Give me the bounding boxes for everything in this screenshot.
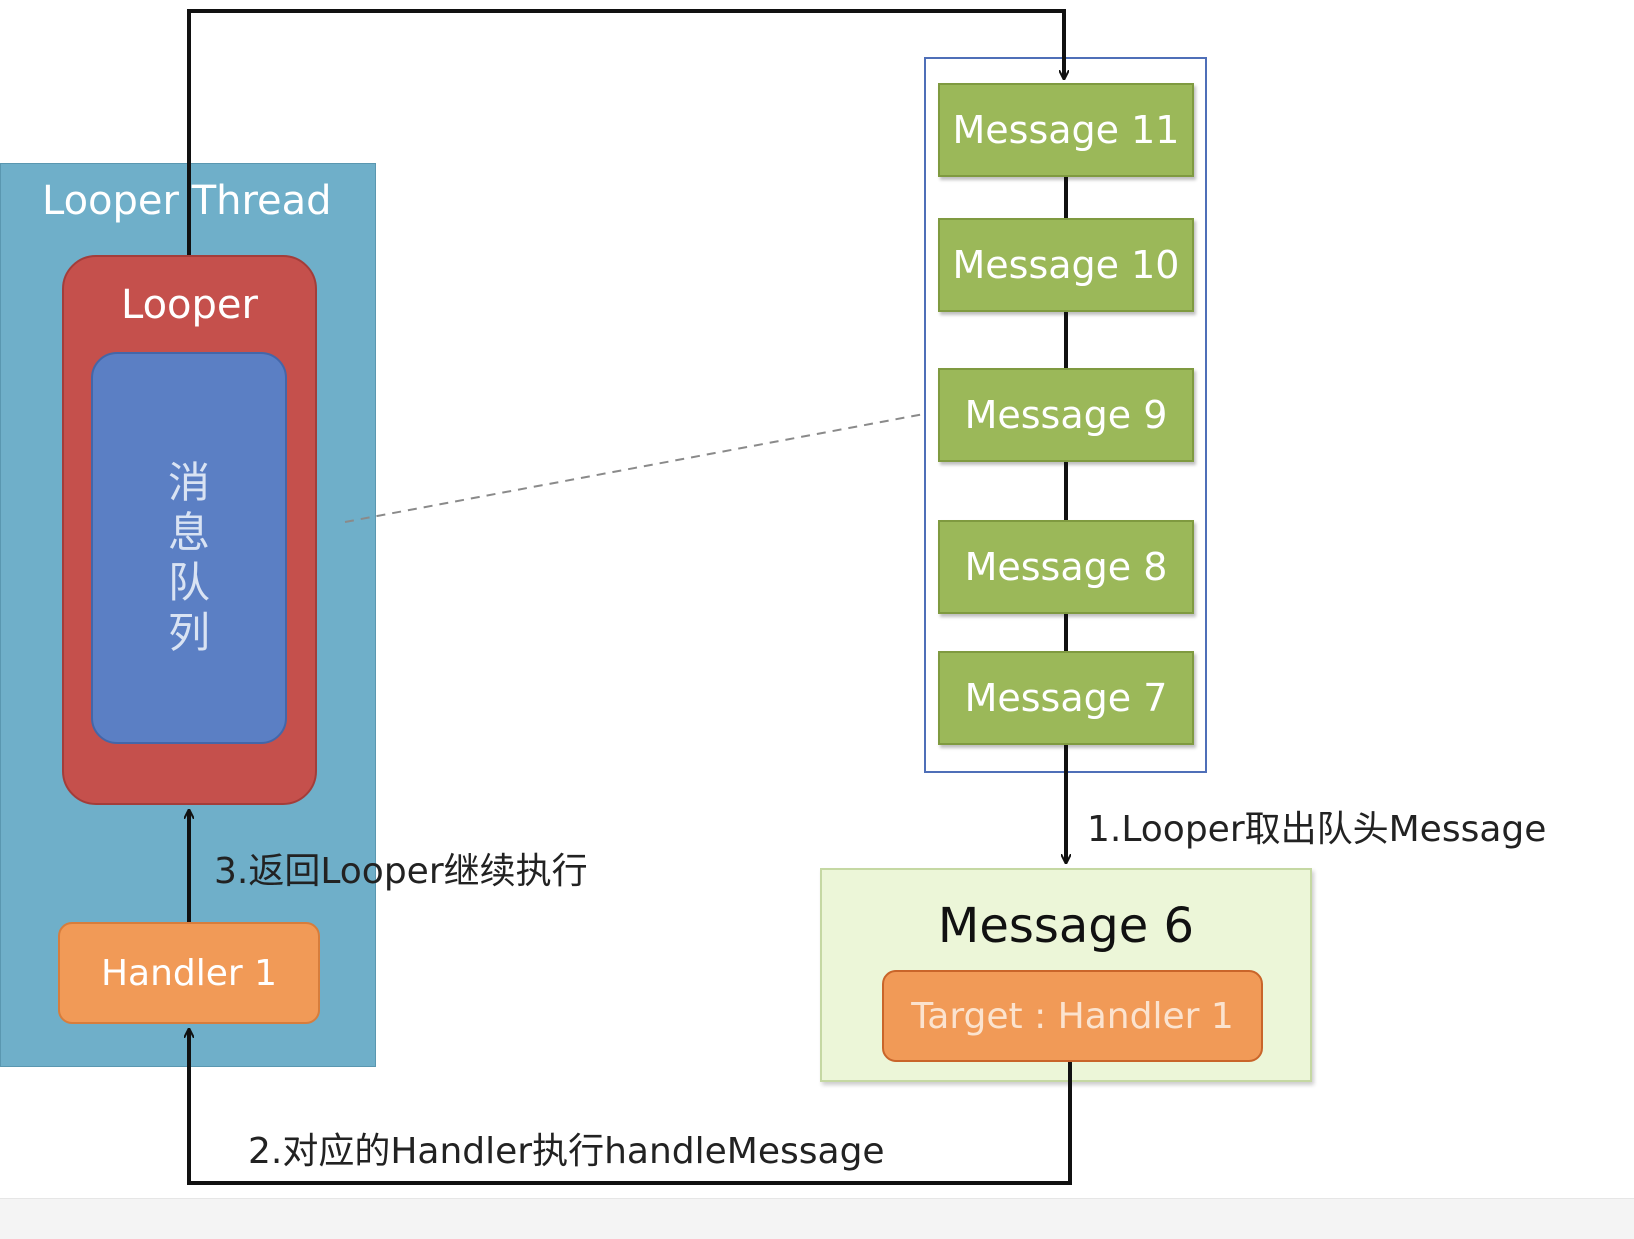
queue-message: Message 10 xyxy=(938,218,1194,312)
queue-message: Message 7 xyxy=(938,651,1194,745)
message-queue-label: 消 息 队 列 xyxy=(167,458,210,657)
current-message-title: Message 6 xyxy=(937,898,1195,954)
handler-box: Handler 1 xyxy=(58,922,320,1024)
looper-thread-title: Looper Thread xyxy=(42,178,332,224)
step-1-label: 1.Looper取出队头Message xyxy=(1087,809,1547,850)
queue-message: Message 11 xyxy=(938,83,1194,177)
message-queue-box xyxy=(91,352,287,744)
step-2-label: 2.对应的Handler执行handleMessage xyxy=(248,1131,885,1172)
fetch-loop-arrow xyxy=(187,9,1064,255)
step-3-label: 3.返回Looper继续执行 xyxy=(214,851,588,892)
target-handler-box: Target : Handler 1 xyxy=(882,970,1263,1062)
looper-label: Looper xyxy=(121,282,258,328)
zoom-dashed-line xyxy=(344,413,925,523)
bottom-frame-strip xyxy=(0,1198,1634,1239)
queue-message: Message 9 xyxy=(938,368,1194,462)
queue-message: Message 8 xyxy=(938,520,1194,614)
dispatch-arrow xyxy=(189,1030,1072,1185)
